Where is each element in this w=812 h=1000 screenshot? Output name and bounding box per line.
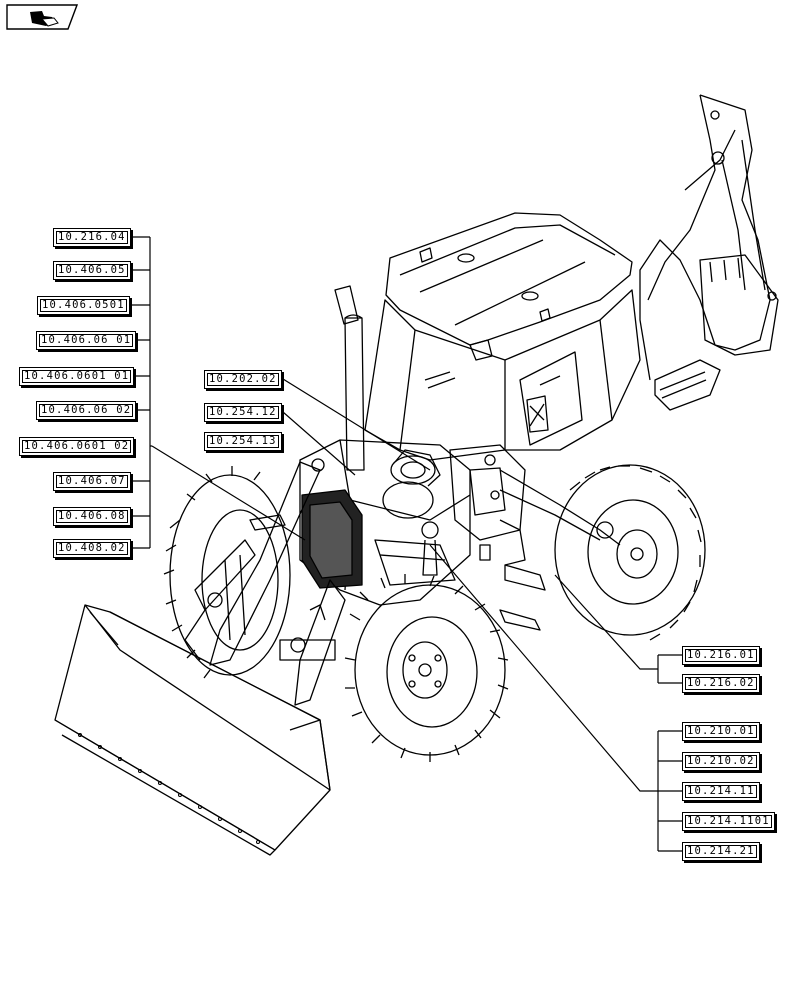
ref-label-10-406-06-02[interactable]: 10.406.06 02 xyxy=(36,401,137,420)
ref-label-10-406-05[interactable]: 10.406.05 xyxy=(53,261,131,280)
ref-label-10-214-11[interactable]: 10.214.11 xyxy=(682,782,760,801)
front-left-wheel xyxy=(163,466,291,679)
cab xyxy=(334,212,641,461)
front-bucket xyxy=(54,604,331,856)
ref-label-10-216-01[interactable]: 10.216.01 xyxy=(682,646,760,665)
ref-label-10-406-0601-01[interactable]: 10.406.0601 01 xyxy=(19,367,135,386)
ref-label-10-202-02[interactable]: 10.202.02 xyxy=(204,370,282,389)
ref-label-10-210-01[interactable]: 10.210.01 xyxy=(682,722,760,741)
ref-label-10-408-02[interactable]: 10.408.02 xyxy=(53,539,131,558)
ref-label-10-406-06-01[interactable]: 10.406.06 01 xyxy=(36,331,137,350)
rear-wheel xyxy=(479,464,706,641)
ref-label-10-210-02[interactable]: 10.210.02 xyxy=(682,752,760,771)
ref-label-10-254-12[interactable]: 10.254.12 xyxy=(204,403,282,422)
ref-label-10-214-1101[interactable]: 10.214.1101 xyxy=(682,812,775,831)
ref-label-10-214-21[interactable]: 10.214.21 xyxy=(682,842,760,861)
front-right-wheel xyxy=(344,574,509,762)
ref-label-10-406-0501[interactable]: 10.406.0501 xyxy=(37,296,130,315)
ref-label-10-406-0601-02[interactable]: 10.406.0601 02 xyxy=(19,437,135,456)
exhaust-stack xyxy=(344,314,365,471)
ref-label-10-406-07[interactable]: 10.406.07 xyxy=(53,472,131,491)
ref-label-10-254-13[interactable]: 10.254.13 xyxy=(204,432,282,451)
ref-label-10-406-08[interactable]: 10.406.08 xyxy=(53,507,131,526)
page-navigation-icon[interactable] xyxy=(6,4,78,30)
backhoe-arm xyxy=(639,94,779,411)
engine-block xyxy=(299,439,526,606)
ref-label-10-216-02[interactable]: 10.216.02 xyxy=(682,674,760,693)
ref-label-10-216-04[interactable]: 10.216.04 xyxy=(53,228,131,247)
